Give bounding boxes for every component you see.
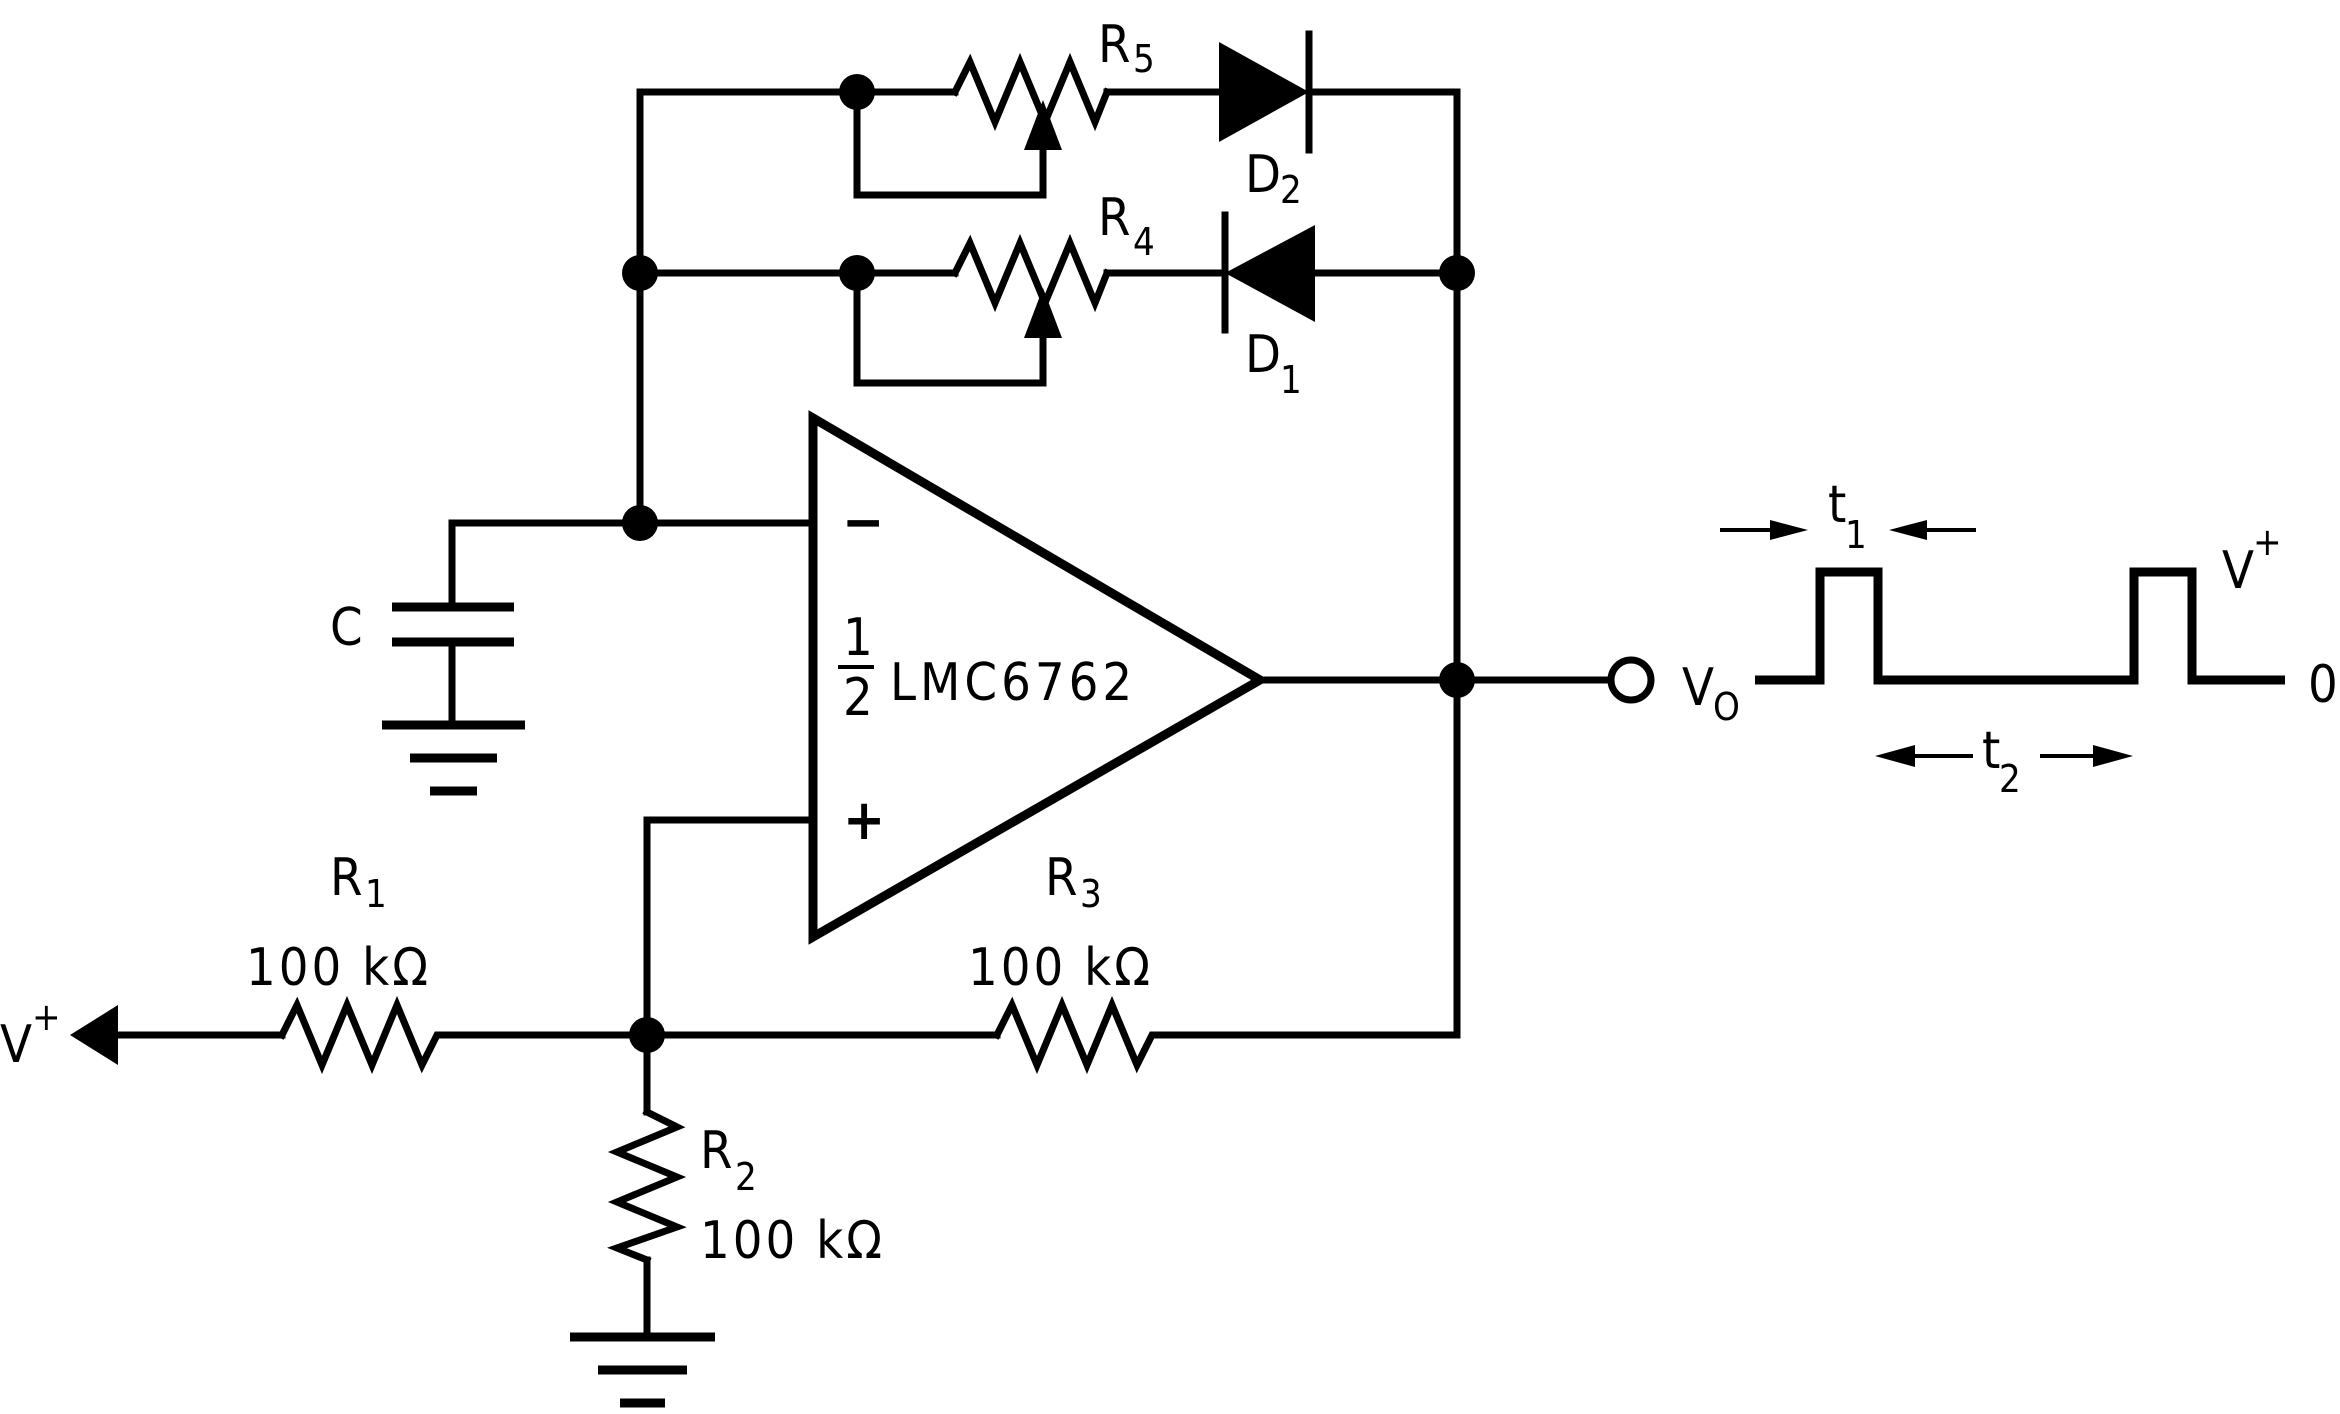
junction-dot — [839, 74, 875, 110]
noninverting-input-sign: + — [843, 788, 885, 853]
junction-dot — [622, 505, 658, 541]
arrow-right-icon — [1770, 520, 1808, 540]
r4-zigzag — [950, 233, 1112, 313]
junction-dot — [1439, 255, 1475, 291]
r1-value: 100 kΩ — [246, 938, 431, 998]
t2-name: t — [1982, 721, 2000, 781]
ground-icon — [570, 1332, 715, 1408]
ground-icon — [382, 720, 525, 796]
r3-name: R — [1045, 848, 1078, 908]
r2-name: R — [700, 1121, 733, 1181]
waveform-high-name: V — [2222, 541, 2254, 601]
r1-name: R — [330, 848, 363, 908]
r4-name: R — [1098, 188, 1131, 248]
junction-dot — [1439, 662, 1475, 698]
feedback-network — [636, 88, 1461, 1039]
r1-subscript: 1 — [365, 872, 387, 916]
output-subscript: O — [1713, 685, 1740, 729]
d2-subscript: 2 — [1280, 168, 1302, 212]
junction-dot — [622, 255, 658, 291]
t1-name: t — [1828, 475, 1846, 535]
d1-subscript: 1 — [1280, 358, 1302, 402]
output-name: V — [1682, 658, 1714, 718]
supply-arrow-icon — [70, 1005, 118, 1065]
timing-capacitor-network: C — [330, 519, 817, 796]
capacitor-label: C — [330, 598, 363, 658]
junction-dot — [629, 1017, 665, 1053]
r5-potentiometer: R 5 — [950, 15, 1155, 150]
r4-potentiometer: R 4 — [950, 188, 1155, 338]
supply-input-name: V — [0, 1015, 32, 1075]
pulse-train — [1755, 567, 2285, 685]
d2-diode: D 2 — [1219, 30, 1313, 212]
op-amp-part-number: LMC6762 — [890, 653, 1136, 713]
r3-subscript: 3 — [1080, 872, 1102, 916]
d1-diode: D 1 — [1221, 211, 1315, 402]
r5-subscript: 5 — [1133, 37, 1155, 81]
r2-resistor: R 2 100 kΩ — [607, 1107, 885, 1271]
r5-wiper-arrow — [1024, 100, 1062, 150]
r5-zigzag — [950, 52, 1112, 132]
t2-subscript: 2 — [1999, 757, 2021, 801]
output-terminal — [1607, 656, 1655, 704]
r2-subscript: 2 — [735, 1155, 757, 1199]
supply-input-sup: + — [32, 995, 61, 1039]
fraction-denominator: 2 — [843, 668, 873, 728]
r3-zigzag — [992, 995, 1179, 1075]
junction-dots — [622, 74, 1475, 1053]
r3-value: 100 kΩ — [968, 938, 1153, 998]
output-waveform: 0 V + t 1 t 2 — [1720, 475, 2338, 801]
r1-resistor: R 1 100 kΩ — [246, 848, 462, 1075]
junction-dot — [839, 255, 875, 291]
d1-name: D — [1245, 325, 1281, 385]
r2-value: 100 kΩ — [700, 1211, 885, 1271]
inverting-input-sign: − — [842, 490, 884, 555]
r3-resistor: R 3 100 kΩ — [968, 848, 1179, 1075]
arrow-left-icon — [1889, 520, 1927, 540]
output-node: V O — [1256, 656, 1740, 729]
supply-input: V + — [0, 995, 118, 1075]
t1-subscript: 1 — [1845, 513, 1867, 557]
r4-wiper-arrow — [1024, 288, 1062, 338]
d2-triangle — [1219, 42, 1309, 142]
hysteresis-network — [106, 816, 1001, 1408]
r5-name: R — [1098, 15, 1131, 75]
r2-zigzag — [607, 1107, 687, 1265]
op-amp-triangle — [808, 410, 1269, 945]
d2-name: D — [1245, 145, 1281, 205]
fraction-numerator: 1 — [843, 608, 873, 668]
arrow-right-icon — [2093, 745, 2133, 767]
r1-zigzag — [277, 995, 462, 1075]
d1-triangle — [1225, 225, 1315, 322]
op-amp: − + 1 2 LMC6762 — [808, 410, 1269, 945]
waveform-low-level: 0 — [2308, 655, 2338, 715]
waveform-high-sup: + — [2253, 520, 2282, 564]
arrow-left-icon — [1875, 745, 1915, 767]
r4-subscript: 4 — [1133, 220, 1155, 264]
